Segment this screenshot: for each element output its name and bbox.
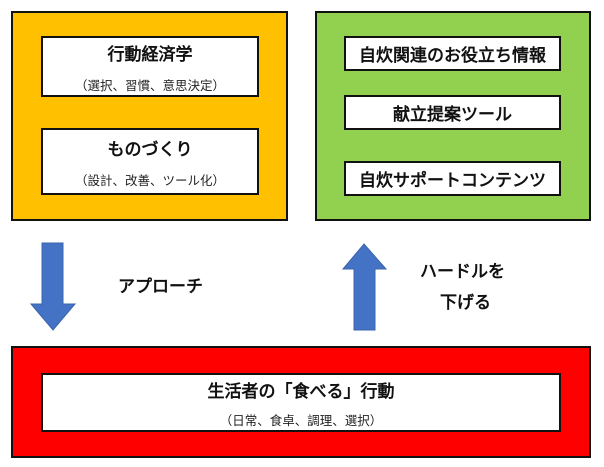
cooking-support-box: 自炊サポートコンテンツ [344, 161, 561, 196]
approach-label: アプローチ [118, 277, 203, 297]
hurdle-label-line2: 下げる [440, 293, 491, 313]
hurdle-label-line1: ハードルを [420, 262, 505, 282]
box-subtitle: （選択、習慣、意思決定） [74, 77, 225, 93]
down-arrow-icon [30, 242, 77, 331]
box-subtitle: （設計、改善、ツール化） [74, 172, 225, 188]
behavioral-economics-box: 行動経済学 （選択、習慣、意思決定） [41, 36, 259, 97]
box-title: 自炊サポートコンテンツ [359, 171, 546, 191]
box-title: 献立提案ツール [393, 105, 512, 125]
monozukuri-box: ものづくり （設計、改善、ツール化） [41, 128, 259, 195]
eating-behavior-box: 生活者の「食べる」行動 （日常、食卓、調理、選択） [41, 373, 561, 432]
box-title: 生活者の「食べる」行動 [207, 381, 395, 402]
box-title: 行動経済学 [107, 44, 193, 65]
box-subtitle: （日常、食卓、調理、選択） [219, 412, 383, 428]
cooking-info-box: 自炊関連のお役立ち情報 [344, 36, 561, 71]
box-title: 自炊関連のお役立ち情報 [359, 46, 546, 66]
menu-tool-box: 献立提案ツール [344, 95, 561, 130]
up-arrow-icon [342, 243, 388, 331]
box-title: ものづくり [107, 139, 193, 160]
